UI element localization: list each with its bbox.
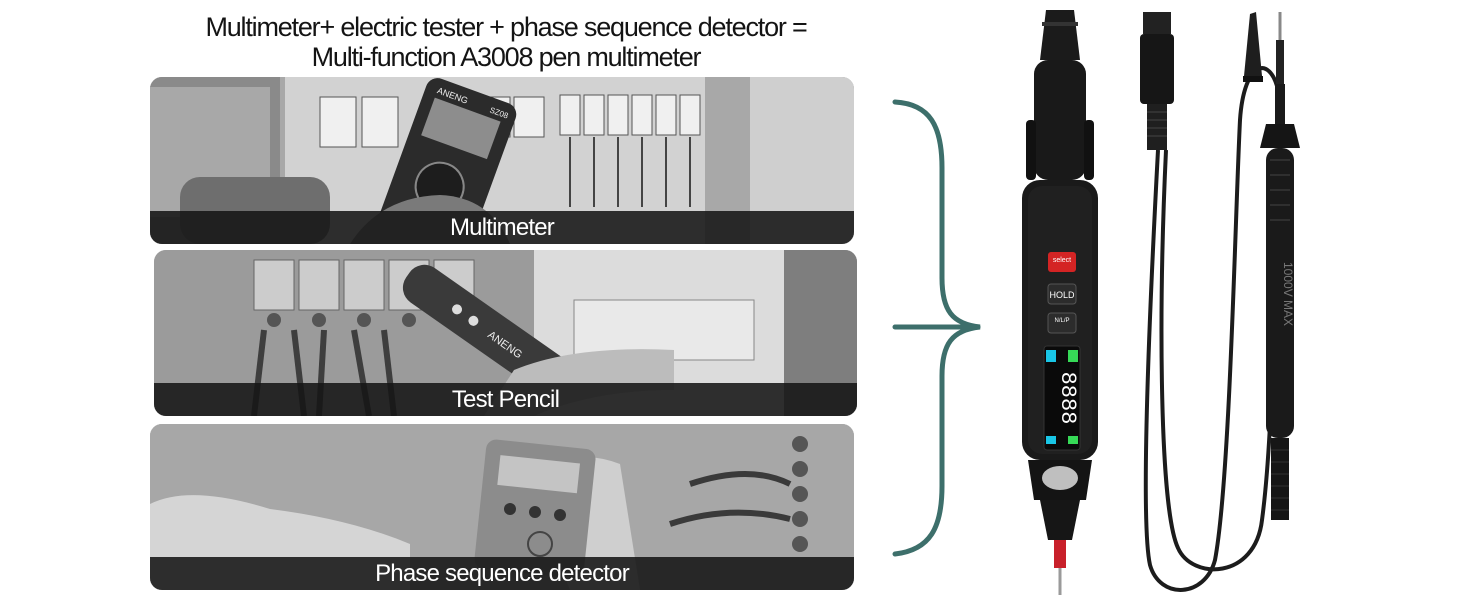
lcd-display: 8888 xyxy=(1043,345,1081,451)
probe-rating-label: 1000V MAX xyxy=(1281,262,1295,326)
spare-probe-tip xyxy=(1276,12,1284,84)
probe-cap xyxy=(1243,12,1263,82)
curly-brace-icon xyxy=(892,99,981,557)
multimeter-panel: ANENG SZ08 Multimeter xyxy=(150,77,854,244)
test-probe: 1000V MAX xyxy=(1260,84,1300,520)
mode-button-label: N/L/P xyxy=(1054,318,1069,324)
phase-detector-panel: Phase sequence detector xyxy=(150,424,854,590)
headline: Multimeter+ electric tester + phase sequ… xyxy=(150,12,862,72)
headline-line-1: Multimeter+ electric tester + phase sequ… xyxy=(205,12,807,42)
test-pencil-panel: ANENG Test Pencil xyxy=(154,250,857,416)
hold-button-label: HOLD xyxy=(1049,290,1075,300)
select-button-label: select xyxy=(1053,257,1071,264)
display-digits: 8888 xyxy=(1055,372,1080,425)
banana-plug xyxy=(1140,12,1174,150)
test-pencil-caption: Test Pencil xyxy=(154,383,857,416)
phase-detector-caption: Phase sequence detector xyxy=(150,557,854,590)
headline-line-2: Multi-function A3008 pen multimeter xyxy=(311,42,702,72)
hold-button[interactable]: HOLD xyxy=(1047,283,1077,305)
multimeter-caption: Multimeter xyxy=(150,211,854,244)
mode-button[interactable]: N/L/P xyxy=(1047,312,1077,334)
pen-multimeter-product: 1000V MAX select HOLD N/L/P xyxy=(1022,10,1300,595)
select-button[interactable]: select xyxy=(1048,252,1076,272)
